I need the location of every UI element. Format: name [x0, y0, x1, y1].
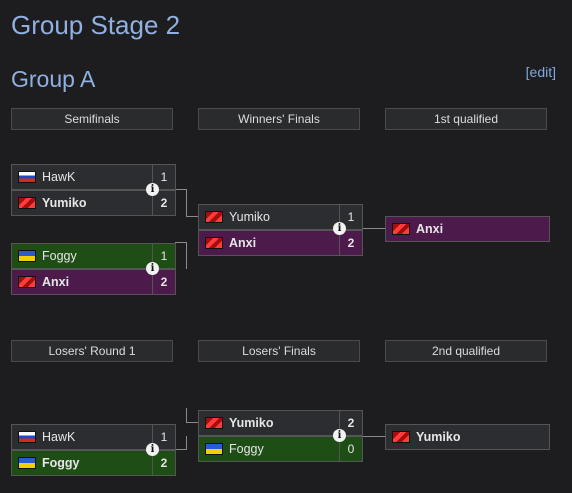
player-name: HawK: [42, 430, 76, 444]
russia-flag-icon: [18, 171, 36, 183]
connector-line: [362, 228, 385, 229]
china-flag-icon: [18, 276, 36, 288]
first-qualified-slot[interactable]: Anxi: [385, 216, 550, 242]
winners-final-player1[interactable]: Yumiko 1: [198, 204, 363, 230]
connector-line: [186, 189, 187, 216]
china-flag-icon: [392, 223, 410, 235]
edit-link[interactable]: [edit]: [525, 64, 556, 80]
player-name: Anxi: [229, 236, 257, 250]
connector-line: [186, 436, 187, 450]
player-score: 2: [152, 451, 175, 475]
player-score: 1: [152, 165, 175, 189]
player-score: 0: [339, 437, 362, 461]
losers-r1-info-icon[interactable]: i: [146, 443, 159, 456]
connector-line: [175, 242, 186, 243]
player-name: HawK: [42, 170, 76, 184]
player-score: 1: [152, 244, 175, 268]
player-name: Foggy: [42, 456, 80, 470]
player-name: Foggy: [42, 249, 77, 263]
connector-line: [186, 408, 187, 422]
player-name: Anxi: [416, 222, 444, 236]
connector-line: [186, 216, 198, 217]
connector-line: [186, 242, 187, 269]
semi2-info-icon[interactable]: i: [146, 262, 159, 275]
player-score: 2: [339, 231, 362, 255]
semi1-info-icon[interactable]: i: [146, 183, 159, 196]
player-name: Anxi: [42, 275, 70, 289]
china-flag-icon: [205, 211, 223, 223]
connector-line: [175, 449, 186, 450]
semi2-player1[interactable]: Foggy 1: [11, 243, 176, 269]
header-second-qualified: 2nd qualified: [385, 340, 547, 362]
page-title: Group Stage 2: [11, 10, 181, 40]
ukraine-flag-icon: [18, 250, 36, 262]
player-name: Yumiko: [229, 210, 270, 224]
china-flag-icon: [205, 237, 223, 249]
connector-line: [175, 189, 186, 190]
losers-final-player1[interactable]: Yumiko 2: [198, 410, 363, 436]
semi1-player1[interactable]: HawK 1: [11, 164, 176, 190]
player-score: 2: [152, 191, 175, 215]
russia-flag-icon: [18, 431, 36, 443]
losers-final-info-icon[interactable]: i: [333, 429, 346, 442]
player-name: Foggy: [229, 442, 264, 456]
connector-line: [362, 436, 385, 437]
winners-final-player2[interactable]: Anxi 2: [198, 230, 363, 256]
china-flag-icon: [18, 197, 36, 209]
player-name: Yumiko: [416, 430, 461, 444]
player-score: 1: [152, 425, 175, 449]
header-semifinals: Semifinals: [11, 108, 173, 130]
china-flag-icon: [205, 417, 223, 429]
header-first-qualified: 1st qualified: [385, 108, 547, 130]
ukraine-flag-icon: [18, 457, 36, 469]
group-title: Group A: [11, 66, 96, 92]
header-losers-round1: Losers' Round 1: [11, 340, 173, 362]
player-score: 1: [339, 205, 362, 229]
header-losers-finals: Losers' Finals: [198, 340, 360, 362]
ukraine-flag-icon: [205, 443, 223, 455]
second-qualified-slot[interactable]: Yumiko: [385, 424, 550, 450]
header-winners-finals: Winners' Finals: [198, 108, 360, 130]
losers-r1-player1[interactable]: HawK 1: [11, 424, 176, 450]
winners-final-info-icon[interactable]: i: [333, 222, 346, 235]
player-score: 2: [152, 270, 175, 294]
player-name: Yumiko: [42, 196, 87, 210]
china-flag-icon: [392, 431, 410, 443]
player-name: Yumiko: [229, 416, 274, 430]
player-score: 2: [339, 411, 362, 435]
connector-line: [186, 422, 198, 423]
